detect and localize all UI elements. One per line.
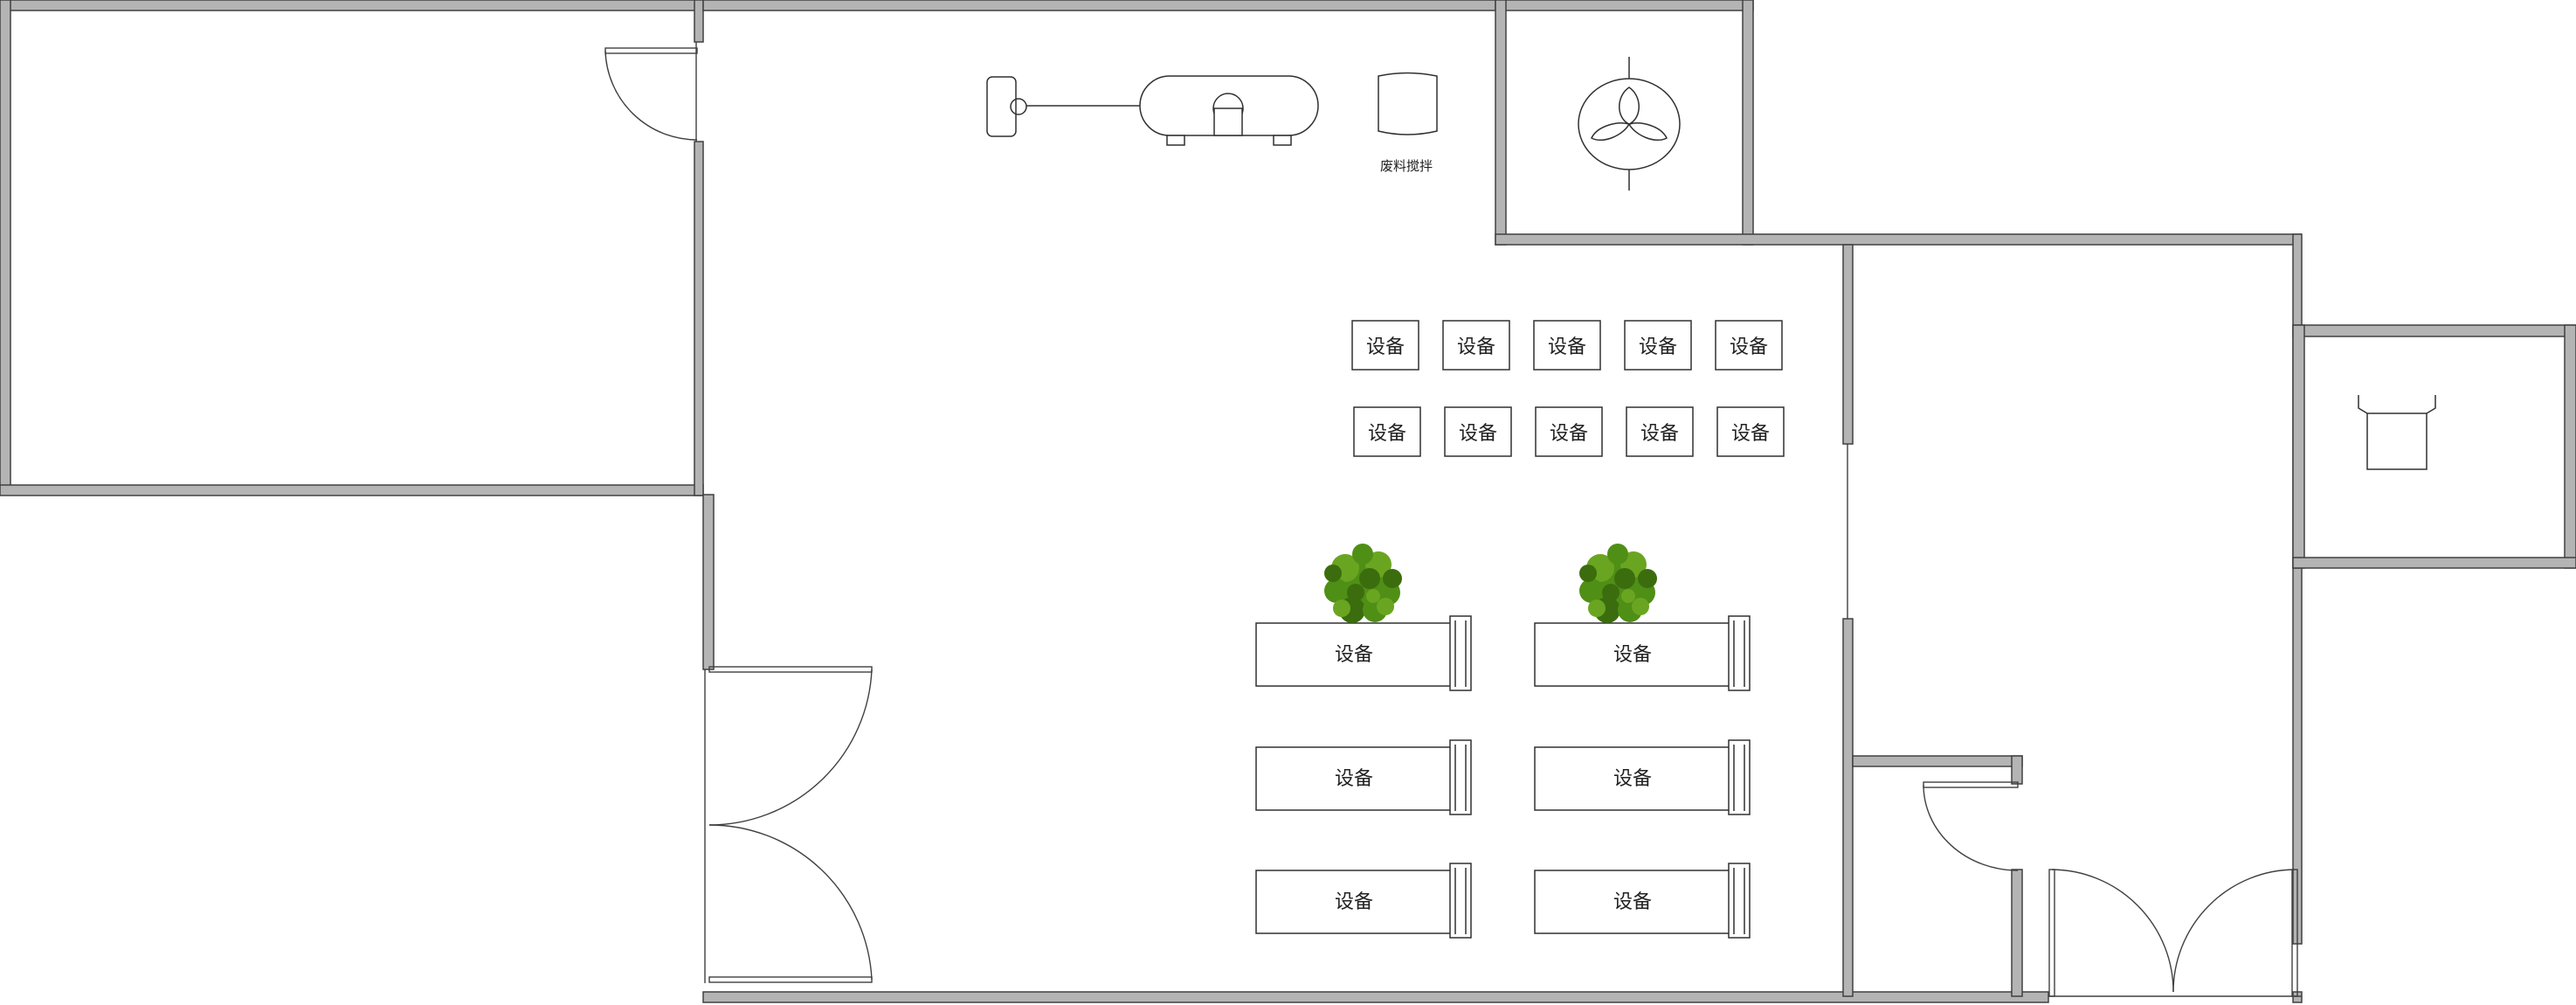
- wall-left-room-left: [0, 0, 11, 496]
- wall-main-top: [702, 0, 1503, 11]
- equipment-unit-long: 设备: [1534, 615, 1751, 691]
- equipment-label: 设备: [1366, 336, 1405, 358]
- wall-annex-left: [2292, 324, 2305, 569]
- equipment-box-small: 设备: [1624, 320, 1692, 371]
- equipment-box-small: 设备: [1715, 320, 1783, 371]
- equipment-label: 设备: [1640, 423, 1679, 445]
- equipment-box-small: 设备: [1716, 406, 1785, 457]
- equipment-box-small: 设备: [1351, 320, 1419, 371]
- doors: [604, 42, 2302, 997]
- mixer-label: 废料搅拌: [1380, 158, 1433, 174]
- equipment-box-small: 设备: [1626, 406, 1694, 457]
- wall-small-room-right-lower: [2011, 869, 2023, 997]
- equipment-label: 设备: [1548, 336, 1586, 358]
- wall-partition-lower: [1842, 618, 1854, 997]
- plants: [1324, 544, 1657, 623]
- equipment-unit-long: 设备: [1534, 863, 1751, 939]
- equipment-top: 废料搅拌: [986, 72, 1438, 174]
- wall-bottom: [702, 991, 2049, 1003]
- wall-partition-upper: [1842, 244, 1854, 445]
- equipment-label: 设备: [1730, 336, 1768, 358]
- wall-left-room-right-upper: [694, 0, 704, 43]
- equipment-label: 设备: [1457, 336, 1495, 358]
- fan-icon: [1578, 57, 1681, 191]
- bottle-icon: [2358, 395, 2436, 470]
- door-left-room[interactable]: [604, 42, 698, 142]
- equipment-label: 设备: [1335, 644, 1373, 666]
- wall-left-room-right-lower: [694, 141, 704, 496]
- equipment-label: 设备: [1613, 768, 1652, 790]
- equipment-box-small: 设备: [1442, 320, 1510, 371]
- small-equipment-grid: 设备设备设备设备设备设备设备设备设备设备: [1351, 320, 1785, 457]
- door-east-double[interactable]: [2048, 869, 2302, 997]
- equipment-unit-long: 设备: [1255, 615, 1472, 691]
- pump-icon: [986, 76, 1140, 137]
- equipment-label: 设备: [1613, 891, 1652, 913]
- wall-small-room-top: [1852, 755, 2023, 767]
- wall-annex-top: [2292, 324, 2576, 337]
- equipment-unit-long: 设备: [1255, 739, 1472, 815]
- equipment-label: 设备: [1550, 423, 1588, 445]
- equipment-box-small: 设备: [1353, 406, 1421, 457]
- equipment-label: 设备: [1459, 423, 1497, 445]
- mixer-tank-icon: [1378, 72, 1438, 135]
- equipment-unit-long: 设备: [1534, 739, 1751, 815]
- wall-main-left: [702, 494, 715, 670]
- long-equipment-grid: 设备设备设备设备设备设备: [1255, 615, 1751, 939]
- equipment-box-small: 设备: [1533, 320, 1601, 371]
- equipment-unit-long: 设备: [1255, 863, 1472, 939]
- wall-annex-bottom: [2292, 557, 2576, 569]
- door-main-double[interactable]: [704, 666, 873, 983]
- wall-annex-right: [2564, 324, 2576, 569]
- wall-east-top: [1495, 233, 2302, 246]
- wall-fan-room-top: [1495, 0, 1754, 11]
- plant-icon: [1324, 544, 1402, 623]
- equipment-box-small: 设备: [1444, 406, 1512, 457]
- door-small-room[interactable]: [1923, 781, 2019, 871]
- wall-fan-room-left: [1495, 0, 1507, 246]
- tank-icon: [1139, 75, 1319, 146]
- equipment-box-small: 设备: [1535, 406, 1603, 457]
- wall-small-room-right-upper: [2011, 755, 2023, 785]
- wall-left-room-bottom: [0, 484, 704, 496]
- equipment-label: 设备: [1335, 768, 1373, 790]
- equipment-label: 设备: [1335, 891, 1373, 913]
- wall-left-room-top: [0, 0, 704, 11]
- plant-icon: [1579, 544, 1657, 623]
- wall-fan-room-right: [1742, 0, 1754, 246]
- equipment-label: 设备: [1731, 423, 1770, 445]
- equipment-label: 设备: [1639, 336, 1677, 358]
- equipment-label: 设备: [1613, 644, 1652, 666]
- equipment-label: 设备: [1368, 423, 1406, 445]
